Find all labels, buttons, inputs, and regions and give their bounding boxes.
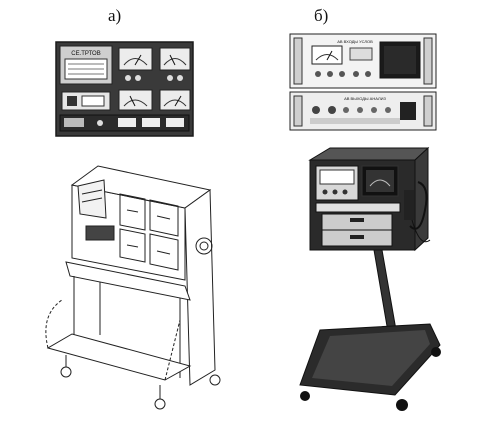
figure-label-b: б) — [314, 6, 329, 25]
figure-label-a: а) — [108, 6, 122, 25]
instrument-cart-photo — [299, 146, 441, 411]
panel-b-top-text: АВ ВХОДЫ УСЛОВ — [337, 39, 373, 44]
panel-b-photo: АВ ВХОДЫ УСЛОВ АВ ВЫХОДЫ АНАЛИЗ — [289, 33, 437, 131]
panel-a-photo: СЕ.ТРТОВ — [55, 41, 194, 137]
panel-a-title: СЕ.ТРТОВ — [71, 51, 100, 57]
panel-b-bottom-text: АВ ВЫХОДЫ АНАЛИЗ — [344, 96, 386, 101]
console-cart-drawing — [45, 165, 221, 410]
